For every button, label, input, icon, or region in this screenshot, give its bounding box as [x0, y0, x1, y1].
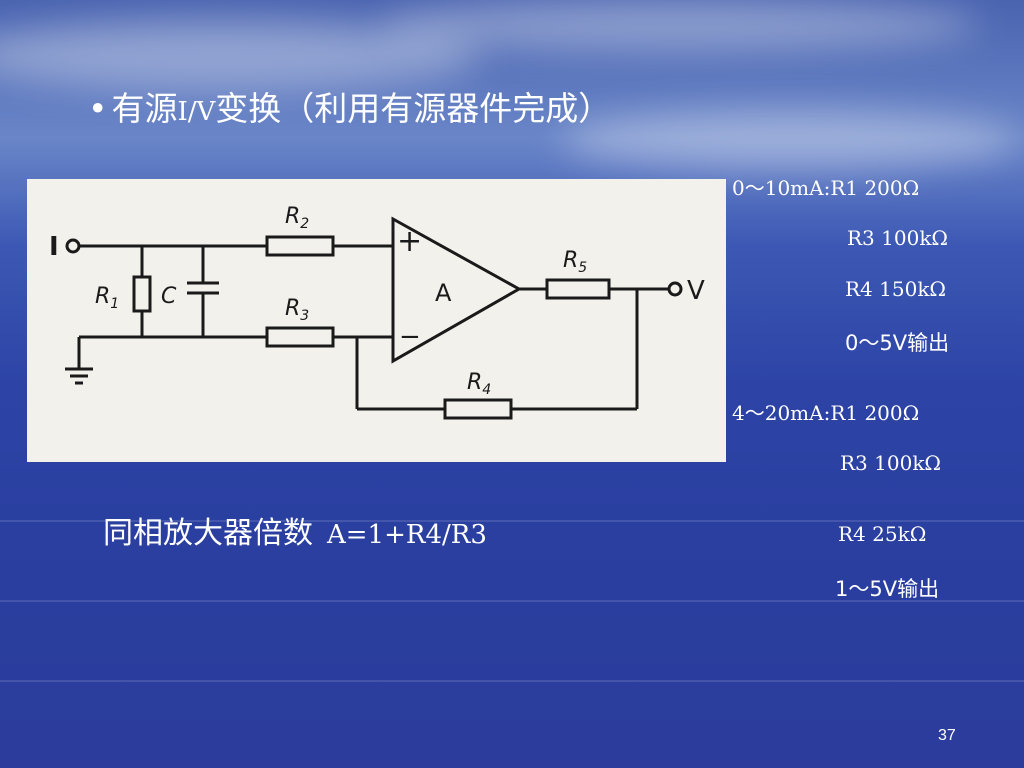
- circuit-diagram: I V R1 C R2 R3 R4 R5 A + −: [27, 179, 726, 462]
- plus-sign: +: [397, 224, 422, 259]
- wave-line: [0, 600, 1024, 602]
- input-label: I: [49, 232, 59, 262]
- input-terminal: [65, 238, 81, 254]
- r4-label: R4: [467, 370, 491, 398]
- c-label: C: [161, 284, 177, 309]
- page-number: 37: [938, 727, 956, 744]
- spec-range1-line1: 0～10mA:R1 200Ω: [732, 176, 920, 200]
- wave-line: [0, 680, 1024, 682]
- cloud-streak: [0, 20, 480, 90]
- title-code: I/V: [177, 97, 216, 127]
- spec-range2-line1: 4～20mA:R1 200Ω: [732, 401, 920, 425]
- minus-sign: −: [399, 322, 421, 352]
- gain-expression: A=1+R4/R3: [327, 520, 487, 550]
- r5-label: R5: [563, 248, 587, 276]
- spec-range1-line4: 0～5V输出: [845, 331, 950, 355]
- r3-label: R3: [285, 296, 309, 324]
- resistor-r3: [265, 326, 335, 348]
- spec-range2-line4: 1～5V输出: [835, 577, 940, 601]
- wave-line: [0, 520, 1024, 522]
- output-terminal: [667, 281, 683, 297]
- resistor-r1: [132, 275, 152, 313]
- circuit-svg: I V R1 C R2 R3 R4 R5 A + −: [49, 204, 705, 420]
- r1-label: R1: [95, 284, 119, 312]
- r2-label: R2: [285, 204, 309, 232]
- output-label: V: [687, 276, 705, 306]
- resistor-r4: [443, 398, 513, 420]
- slide-title: •有源I/V变换（利用有源器件完成）: [88, 88, 611, 133]
- amp-label: A: [435, 279, 452, 307]
- spec-range2-line3: R4 25kΩ: [838, 522, 927, 546]
- cloud-streak: [560, 110, 1020, 170]
- bullet: •: [88, 89, 108, 128]
- title-suffix: 变换（利用有源器件完成）: [215, 89, 612, 128]
- spec-range1-line2: R3 100kΩ: [847, 226, 949, 250]
- cloud-streak: [380, 0, 980, 50]
- gain-label: 同相放大器倍数: [103, 516, 313, 551]
- spec-range2-line2: R3 100kΩ: [840, 451, 942, 475]
- resistor-r2: [265, 235, 335, 257]
- spec-range1-line3: R4 150kΩ: [845, 277, 947, 301]
- title-prefix: 有源: [111, 89, 178, 128]
- gain-formula: 同相放大器倍数 A=1+R4/R3: [103, 508, 487, 552]
- op-amp: [391, 216, 523, 364]
- resistor-r5: [545, 278, 611, 300]
